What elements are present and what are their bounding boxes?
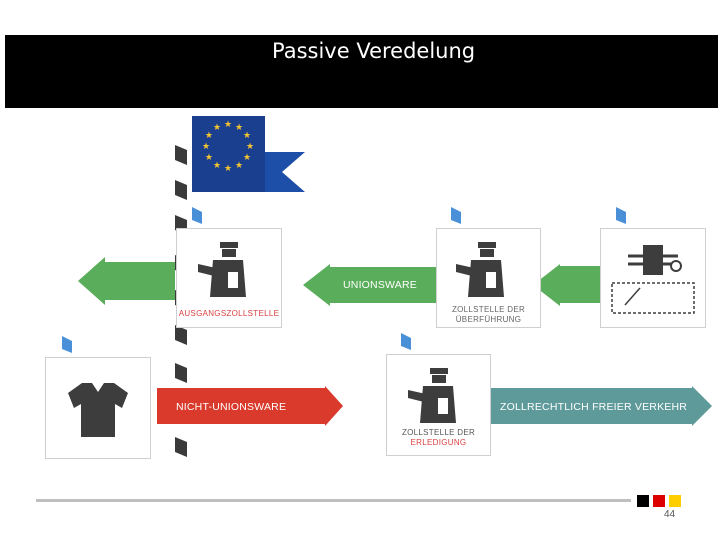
footer-line xyxy=(36,499,631,502)
customs-officer-icon xyxy=(456,242,504,297)
eu-star-icon: ★ xyxy=(243,131,251,141)
corner-tab-icons xyxy=(62,207,626,353)
free-circulation-arrow xyxy=(490,386,712,426)
eu-star-icon: ★ xyxy=(246,142,254,152)
transfer-office-label-line2: ÜBERFÜHRUNG xyxy=(455,315,522,324)
eu-star-icon: ★ xyxy=(243,153,251,163)
transfer-office-label-line1: ZOLLSTELLE DER xyxy=(451,305,526,314)
export-office-label: AUSGANGSZOLLSTELLE xyxy=(178,309,280,318)
title-bar xyxy=(5,35,718,108)
eu-star-icon: ★ xyxy=(224,164,232,174)
slide-title: Passive Veredelung xyxy=(272,39,476,63)
customs-officer-icon xyxy=(408,368,456,423)
customs-officer-icon xyxy=(198,242,246,297)
eu-flag-icon: ★★★★★★★★★★★★ xyxy=(192,116,305,192)
eu-star-icon: ★ xyxy=(205,131,213,141)
eu-star-icon: ★ xyxy=(213,161,221,171)
flag-gold xyxy=(669,495,681,507)
processing-box xyxy=(600,228,706,328)
discharge-office-label-line1: ZOLLSTELLE DER xyxy=(401,428,476,437)
union-goods-text: UNIONSWARE xyxy=(343,279,417,291)
page-number: 44 xyxy=(664,509,676,520)
discharge-office-label-line2: ERLEDIGUNG xyxy=(410,438,467,447)
eu-star-icon: ★ xyxy=(202,142,210,152)
eu-star-icon: ★ xyxy=(235,161,243,171)
flag-black xyxy=(637,495,649,507)
eu-star-icon: ★ xyxy=(224,120,232,130)
eu-star-icon: ★ xyxy=(235,123,243,133)
sewing-machine-icon xyxy=(611,245,695,314)
right-green-arrow xyxy=(533,264,600,306)
free-circulation-text: ZOLLRECHTLICH FREIER VERKEHR xyxy=(500,401,688,413)
non-union-goods-arrow xyxy=(157,386,343,426)
export-arrow xyxy=(78,257,175,305)
union-goods-arrow xyxy=(303,264,436,306)
tshirt-icon xyxy=(68,383,128,437)
non-union-goods-text: NICHT-UNIONSWARE xyxy=(176,401,287,413)
eu-star-icon: ★ xyxy=(205,153,213,163)
flag-red xyxy=(653,495,665,507)
eu-star-icon: ★ xyxy=(213,123,221,133)
